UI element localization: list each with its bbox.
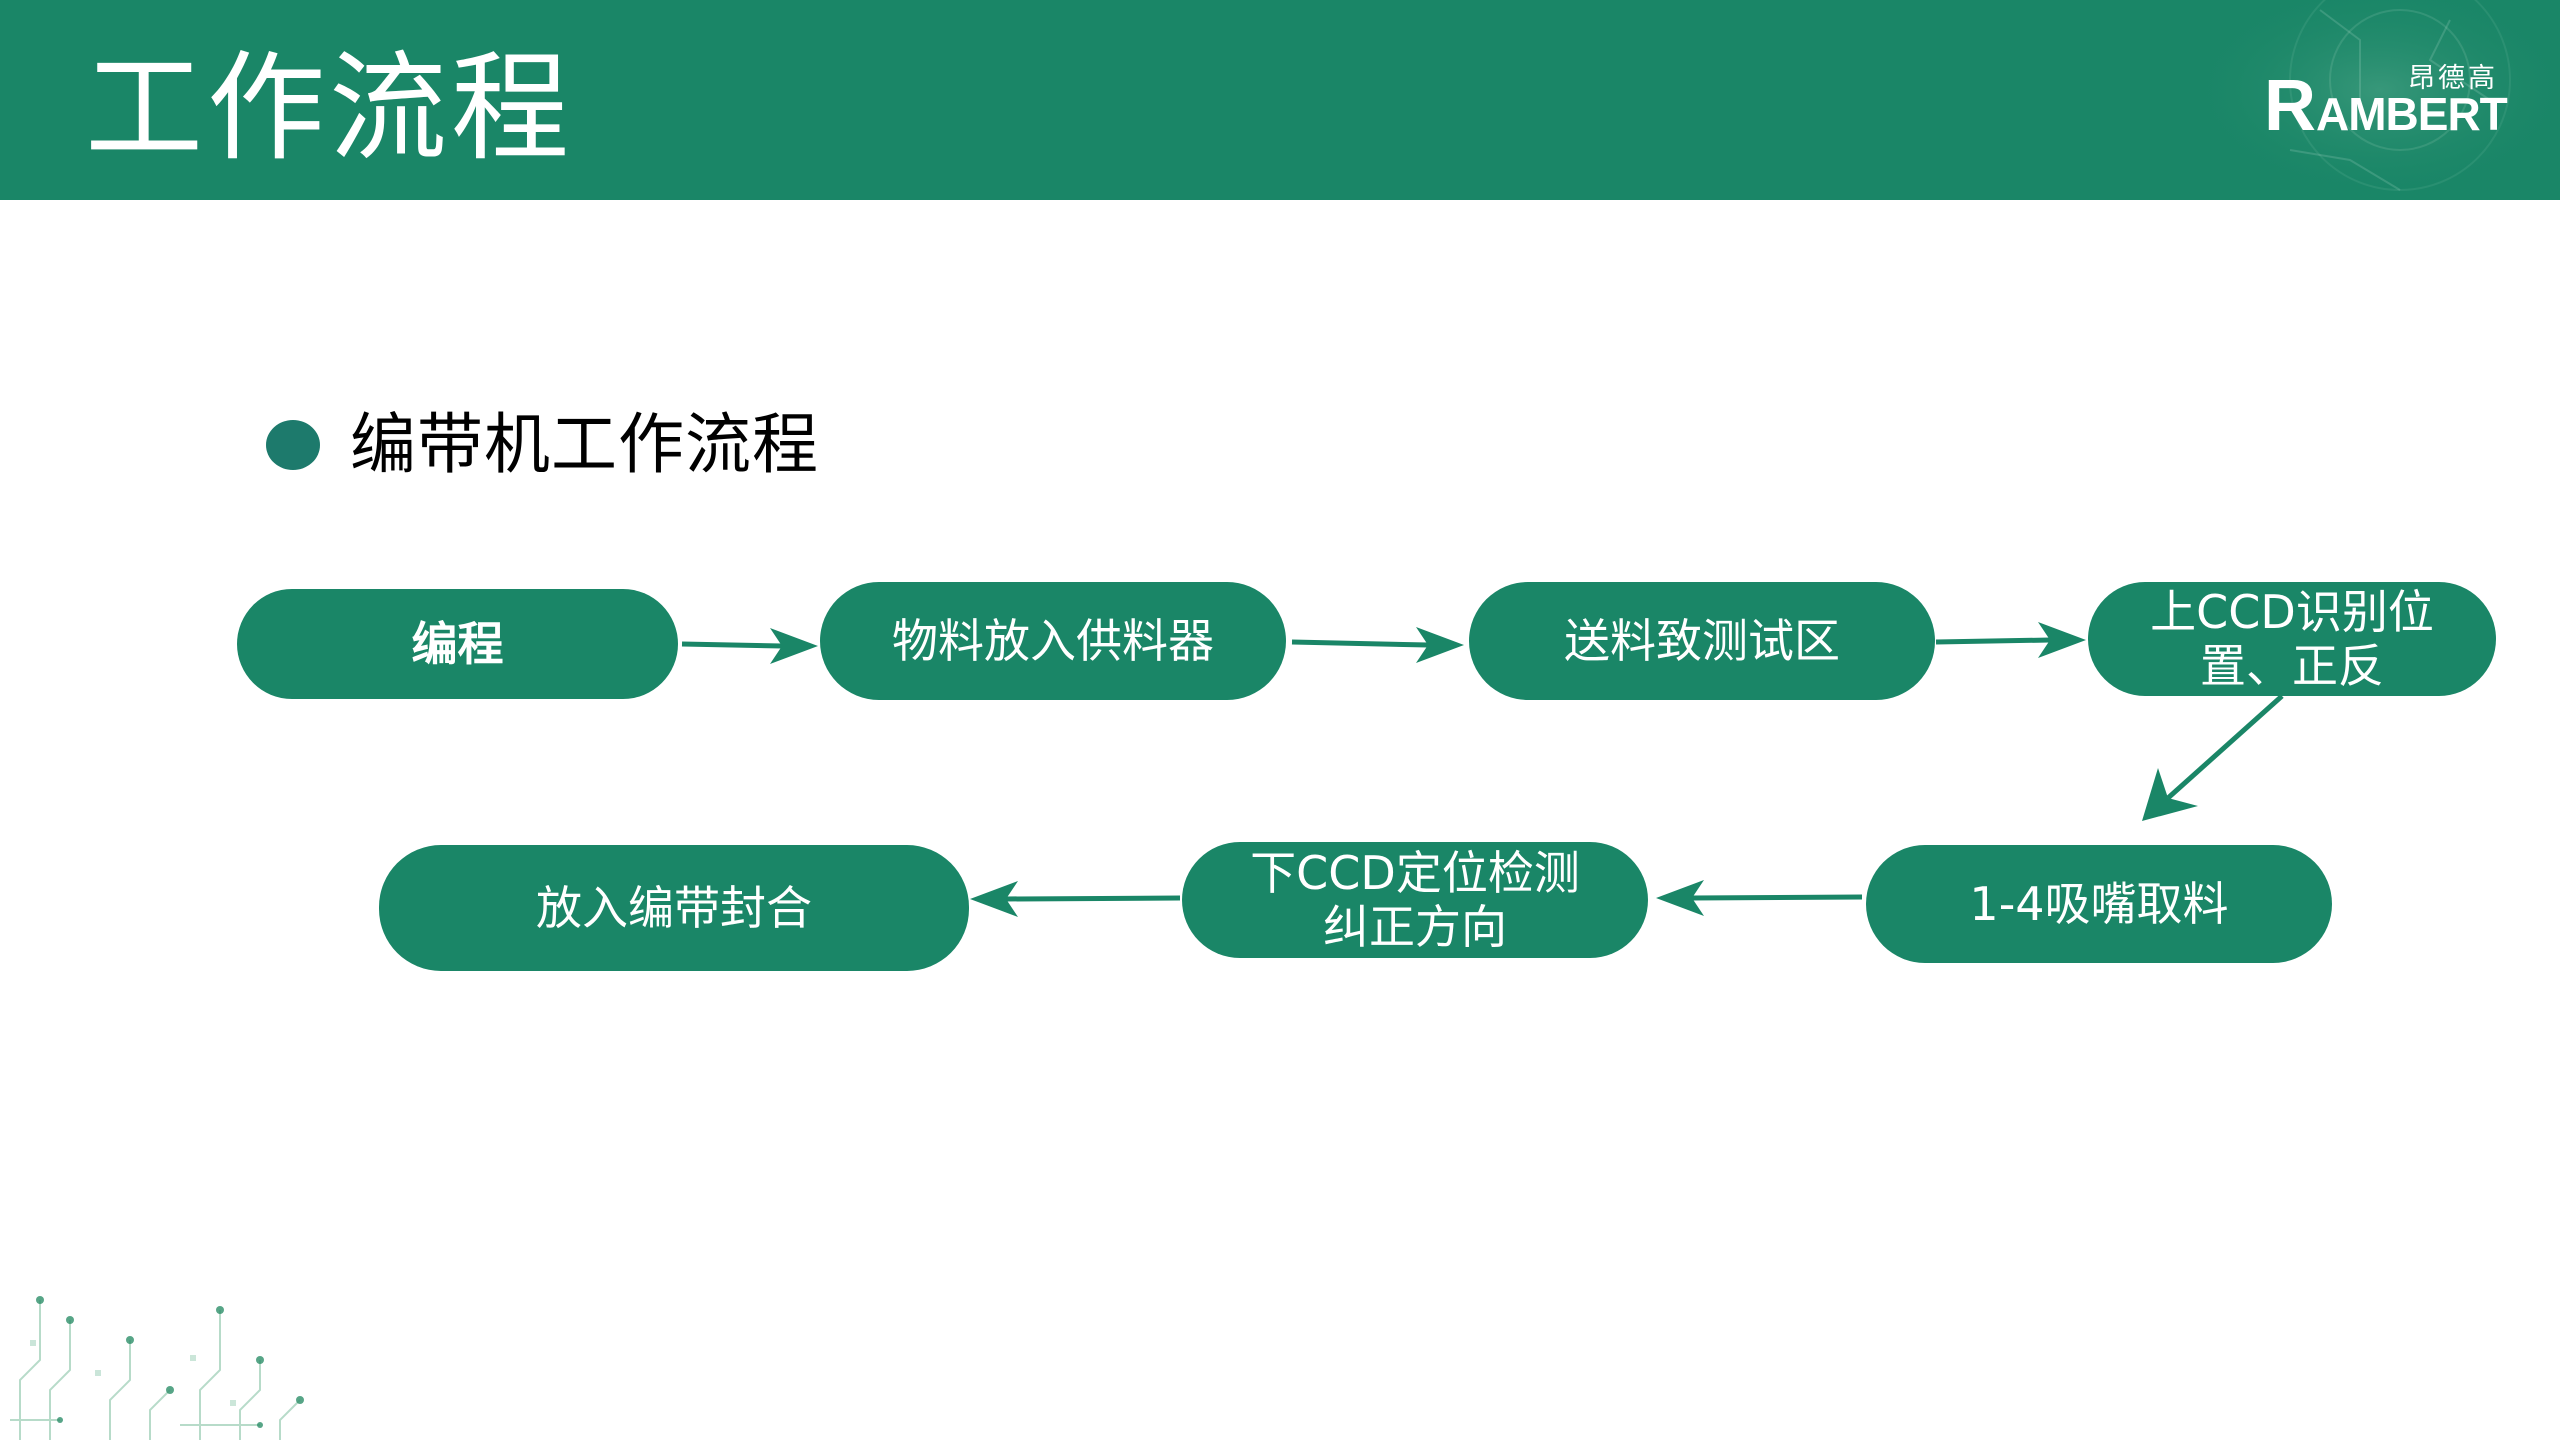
flow-step-6: 下CCD定位检测 纠正方向 [1182,842,1648,958]
arrow-6-7 [1005,895,1181,902]
flow-step-4: 上CCD识别位 置、正反 [2088,582,2496,696]
header-decoration [2200,0,2560,200]
logo-wordmark: RAMBERT [2264,70,2508,142]
rambert-logo: 昂德高 RAMBERT [2258,63,2508,144]
arrow-5-6 [1691,894,1863,901]
flow-step-2: 物料放入供料器 [820,582,1286,700]
logo-chinese-text: 昂德高 [2408,63,2498,94]
logo-wordmark-rest: AMBERT [2316,88,2508,140]
page-title: 工作流程 [85,39,574,177]
arrow-1-2 [681,641,783,649]
logo-initial: R [2264,66,2316,146]
arrowhead-6-7 [970,881,1018,917]
arrowhead-5-6 [1656,880,1704,916]
flow-step-5-label: 1-4吸嘴取料 [1969,877,2229,931]
arrow-2-3 [1291,639,1429,648]
flow-step-3-label: 送料致测试区 [1564,614,1840,668]
title-bar: 工作流程 昂德高 RAMBERT [0,0,2560,200]
arrowhead-1-2 [770,628,818,664]
flow-step-4-line-1: 上CCD识别位 [2150,585,2434,639]
flow-step-7: 放入编带封合 [379,845,969,971]
arrow-4-5 [2166,694,2284,800]
flow-step-6-line-1: 下CCD定位检测 [1250,846,1580,900]
flow-step-6-line-2: 纠正方向 [1322,900,1507,954]
flow-step-4-line-2: 置、正反 [2199,639,2384,693]
flow-step-1-label: 编程 [411,617,504,671]
flow-step-3: 送料致测试区 [1469,582,1935,700]
flow-step-1: 编程 [237,589,678,699]
arrow-3-4 [1935,637,2051,645]
arrowhead-3-4 [2038,622,2086,658]
section-heading-text: 编带机工作流程 [350,406,819,483]
flow-step-6-text: 下CCD定位检测 纠正方向 [1250,846,1580,954]
flow-step-5: 1-4吸嘴取料 [1866,845,2332,963]
circuit-decoration [10,1296,304,1440]
flow-step-7-label: 放入编带封合 [536,881,812,935]
section-heading: 编带机工作流程 [266,400,819,490]
flow-step-4-text: 上CCD识别位 置、正反 [2150,585,2434,693]
bullet-dot [266,420,320,470]
arrowhead-2-3 [1416,627,1464,663]
arrowhead-4-5 [2142,768,2198,821]
flow-step-2-label: 物料放入供料器 [892,614,1214,668]
